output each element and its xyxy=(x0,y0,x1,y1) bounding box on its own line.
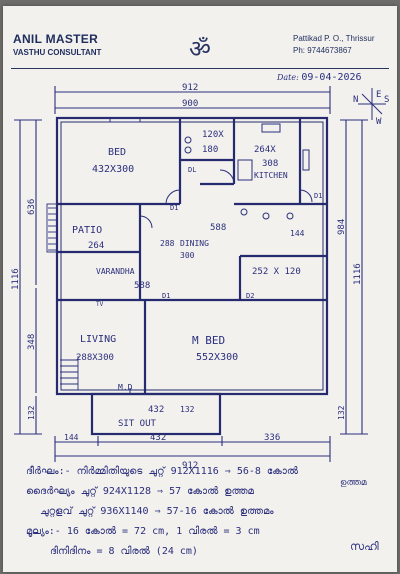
dim-right-inner: 984 xyxy=(337,219,347,235)
room-sitout-name: SIT OUT xyxy=(118,419,157,429)
room-bed-size: 432X300 xyxy=(92,164,134,175)
contact-block: Pattikad P. O., Thrissur Ph: 9744673867 xyxy=(293,33,375,57)
dim-step: 132 xyxy=(180,405,195,414)
door-mark-d2: D2 xyxy=(246,292,254,300)
stair-hatch xyxy=(46,203,58,253)
room-bath-size-a: 120X xyxy=(202,130,224,140)
dim-left-upper: 636 xyxy=(27,199,37,215)
date-label: Date: xyxy=(277,73,299,82)
note-line-4: മൂല്യം:- 16 കോൽ = 72 cm, 1 വിരൽ = 3 cm xyxy=(26,526,260,537)
compass-e: E xyxy=(376,90,381,100)
door-mark-dl: DL xyxy=(188,166,196,174)
dim-top-inner: 900 xyxy=(182,99,198,109)
signature: സഹി xyxy=(350,540,379,553)
dim-right-bottom: 132 xyxy=(337,405,346,420)
dim-left-bottom: 132 xyxy=(27,405,36,420)
dim-kitchen-side: 144 xyxy=(290,229,305,238)
room-kitchen-size-a: 264X xyxy=(254,145,276,155)
room-living-size: 288X300 xyxy=(76,353,114,363)
tv-mark: TV xyxy=(96,301,104,308)
compass-n: N xyxy=(353,95,358,105)
main-door-mark: M.D xyxy=(118,383,133,392)
room-mbed-name: M BED xyxy=(192,334,225,347)
room-store-size: 252 X 120 xyxy=(252,267,301,277)
dim-bottom-left: 144 xyxy=(64,433,79,442)
dim-left-lower: 348 xyxy=(27,334,37,350)
room-varandha-size: 588 xyxy=(134,281,150,291)
dim-patio-width: 264 xyxy=(88,241,104,251)
room-kitchen-name: KITCHEN xyxy=(254,171,288,180)
note-line-5: ദിനിദിനം = 8 വിരൽ (24 cm) xyxy=(50,546,198,557)
dim-bottom-outer: 912 xyxy=(182,461,198,471)
room-kitchen-size-b: 308 xyxy=(262,159,278,169)
note-line-1b: ഉത്തമ xyxy=(340,478,367,488)
note-line-1: ദീർഘം:- നിർമ്മിതിയുടെ ചുറ്റ് 912X1116 ⇒ … xyxy=(26,466,299,477)
date-value: 09-04-2026 xyxy=(301,72,362,83)
compass-rose xyxy=(358,88,386,120)
phone-text: Ph: 9744673867 xyxy=(293,46,352,55)
dim-top-outer: 912 xyxy=(182,83,198,93)
door-mark-d1-c: D1 xyxy=(162,292,170,300)
note-line-2: ദൈർഘ്യം ചുറ്റ് 924X1128 ⇒ 57 കോൽ ഉത്തമ xyxy=(26,486,254,497)
om-symbol: ॐ xyxy=(189,35,211,63)
consultant-role: VASTHU CONSULTANT xyxy=(13,48,102,57)
room-patio-name: PATIO xyxy=(72,225,102,236)
date-field: Date: 09-04-2026 xyxy=(277,72,362,83)
living-stairs xyxy=(60,356,79,390)
header-divider xyxy=(11,68,389,69)
dim-bottom-mid: 432 xyxy=(150,433,166,443)
room-dining-size: 300 xyxy=(180,251,195,260)
room-living-name: LIVING xyxy=(80,334,116,345)
address-text: Pattikad P. O., Thrissur xyxy=(293,34,375,43)
dim-right-outer: 1116 xyxy=(353,263,363,285)
plan-sheet: ANIL MASTER VASTHU CONSULTANT ॐ Pattikad… xyxy=(3,6,397,572)
dim-bottom-right: 336 xyxy=(264,433,280,443)
compass-s: S xyxy=(384,95,389,105)
note-line-3: ചുറ്റളവ് ചുറ്റ് 936X1140 ⇒ 57-16 കോൽ ഉത്… xyxy=(40,506,274,517)
consultant-block: ANIL MASTER VASTHU CONSULTANT xyxy=(13,32,101,57)
room-bed-name: BED xyxy=(108,147,126,158)
door-swings xyxy=(129,169,313,394)
consultant-name: ANIL MASTER xyxy=(13,32,99,46)
dim-left-outer: 1116 xyxy=(11,268,21,290)
room-mbed-size: 552X300 xyxy=(196,352,238,363)
room-dining-name: DINING xyxy=(180,239,209,248)
room-varandha-name: VARANDHA xyxy=(96,267,135,276)
room-bath-size-b: 180 xyxy=(202,145,218,155)
door-mark-d1-b: D1 xyxy=(314,192,322,200)
dimension-lines xyxy=(14,86,368,462)
dim-dining-left: 288 xyxy=(160,239,175,248)
dim-sitout-width: 432 xyxy=(148,405,164,415)
fixtures xyxy=(109,117,310,220)
door-mark-d1-a: D1 xyxy=(170,204,178,212)
compass-w: W xyxy=(376,117,382,127)
dim-kitchen-lower: 588 xyxy=(210,223,226,233)
